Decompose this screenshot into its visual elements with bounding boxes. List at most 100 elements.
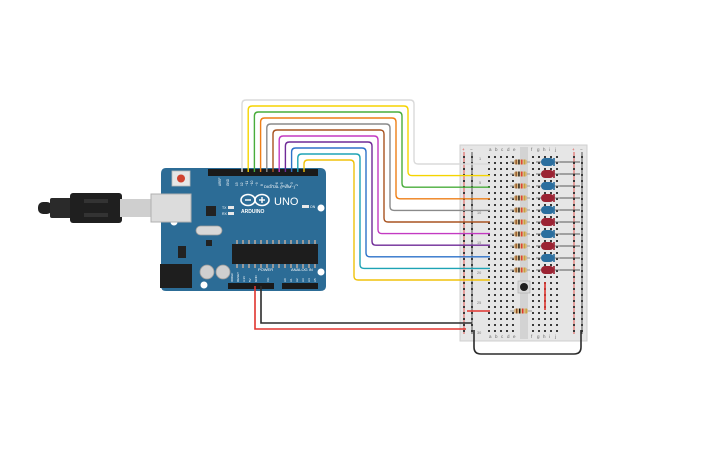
resistor[interactable] [514,171,527,177]
breadboard-hole[interactable] [550,240,552,242]
breadboard-hole[interactable] [512,258,514,260]
breadboard-hole[interactable] [512,168,514,170]
led-red[interactable] [541,194,554,202]
breadboard-hole[interactable] [488,168,490,170]
breadboard-hole[interactable] [512,294,514,296]
breadboard-hole[interactable] [463,234,465,236]
breadboard-hole[interactable] [471,252,473,254]
breadboard-hole[interactable] [471,330,473,332]
breadboard-hole[interactable] [550,180,552,182]
signal-wire[interactable] [290,147,490,258]
breadboard-hole[interactable] [494,258,496,260]
breadboard-hole[interactable] [506,288,508,290]
breadboard-hole[interactable] [544,228,546,230]
breadboard-hole[interactable] [581,186,583,188]
breadboard-hole[interactable] [506,300,508,302]
breadboard-hole[interactable] [500,210,502,212]
breadboard-hole[interactable] [506,204,508,206]
breadboard-hole[interactable] [500,186,502,188]
breadboard-hole[interactable] [471,228,473,230]
resistor[interactable] [514,219,527,225]
breadboard-hole[interactable] [538,252,540,254]
breadboard-hole[interactable] [556,180,558,182]
breadboard-hole[interactable] [512,180,514,182]
breadboard-hole[interactable] [506,270,508,272]
breadboard-hole[interactable] [471,324,473,326]
breadboard-hole[interactable] [532,222,534,224]
push-button-cap[interactable] [520,283,528,291]
breadboard-hole[interactable] [556,300,558,302]
breadboard-hole[interactable] [532,156,534,158]
breadboard-hole[interactable] [538,186,540,188]
breadboard-hole[interactable] [538,234,540,236]
breadboard-hole[interactable] [494,234,496,236]
breadboard-hole[interactable] [500,252,502,254]
breadboard-hole[interactable] [494,210,496,212]
breadboard-hole[interactable] [488,294,490,296]
breadboard-hole[interactable] [573,318,575,320]
breadboard-hole[interactable] [532,330,534,332]
breadboard-hole[interactable] [512,162,514,164]
signal-wire[interactable] [297,153,490,270]
breadboard-hole[interactable] [581,228,583,230]
breadboard-hole[interactable] [581,174,583,176]
breadboard-hole[interactable] [463,288,465,290]
breadboard-hole[interactable] [573,162,575,164]
breadboard-hole[interactable] [538,162,540,164]
breadboard-hole[interactable] [488,222,490,224]
led-red[interactable] [541,218,554,226]
breadboard-hole[interactable] [550,228,552,230]
breadboard-hole[interactable] [573,234,575,236]
breadboard-hole[interactable] [538,222,540,224]
breadboard-hole[interactable] [471,192,473,194]
breadboard-hole[interactable] [550,168,552,170]
breadboard-hole[interactable] [532,270,534,272]
breadboard-hole[interactable] [538,198,540,200]
breadboard-hole[interactable] [500,216,502,218]
breadboard-hole[interactable] [573,276,575,278]
signal-wire[interactable] [272,129,490,223]
breadboard-hole[interactable] [512,246,514,248]
breadboard-hole[interactable] [512,330,514,332]
breadboard-hole[interactable] [494,324,496,326]
breadboard-hole[interactable] [538,168,540,170]
signal-wire[interactable] [241,99,490,172]
breadboard-hole[interactable] [532,162,534,164]
breadboard-components[interactable] [510,158,580,274]
breadboard-hole[interactable] [512,270,514,272]
breadboard-hole[interactable] [506,174,508,176]
breadboard-hole[interactable] [532,258,534,260]
signal-wire[interactable] [303,159,490,281]
signal-wire[interactable] [266,123,490,212]
breadboard-hole[interactable] [471,234,473,236]
breadboard-holes[interactable] [463,156,583,332]
breadboard-hole[interactable] [544,312,546,314]
breadboard-hole[interactable] [532,276,534,278]
breadboard-hole[interactable] [573,168,575,170]
breadboard-hole[interactable] [463,228,465,230]
breadboard-hole[interactable] [471,300,473,302]
breadboard-hole[interactable] [556,234,558,236]
breadboard-hole[interactable] [488,258,490,260]
breadboard-hole[interactable] [532,216,534,218]
breadboard-hole[interactable] [550,276,552,278]
breadboard-hole[interactable] [556,282,558,284]
breadboard-hole[interactable] [550,318,552,320]
breadboard-hole[interactable] [538,318,540,320]
breadboard-hole[interactable] [471,264,473,266]
breadboard[interactable]: + − a b c d e f g h i j + − a b c d e f … [459,144,588,342]
breadboard-hole[interactable] [500,246,502,248]
breadboard-hole[interactable] [532,174,534,176]
breadboard-hole[interactable] [581,282,583,284]
breadboard-hole[interactable] [494,240,496,242]
breadboard-hole[interactable] [573,270,575,272]
resistor[interactable] [514,255,527,261]
breadboard-hole[interactable] [463,282,465,284]
led-blue[interactable] [541,158,554,166]
breadboard-hole[interactable] [532,246,534,248]
breadboard-hole[interactable] [550,300,552,302]
breadboard-hole[interactable] [556,306,558,308]
breadboard-hole[interactable] [506,312,508,314]
breadboard-hole[interactable] [512,174,514,176]
breadboard-hole[interactable] [463,246,465,248]
